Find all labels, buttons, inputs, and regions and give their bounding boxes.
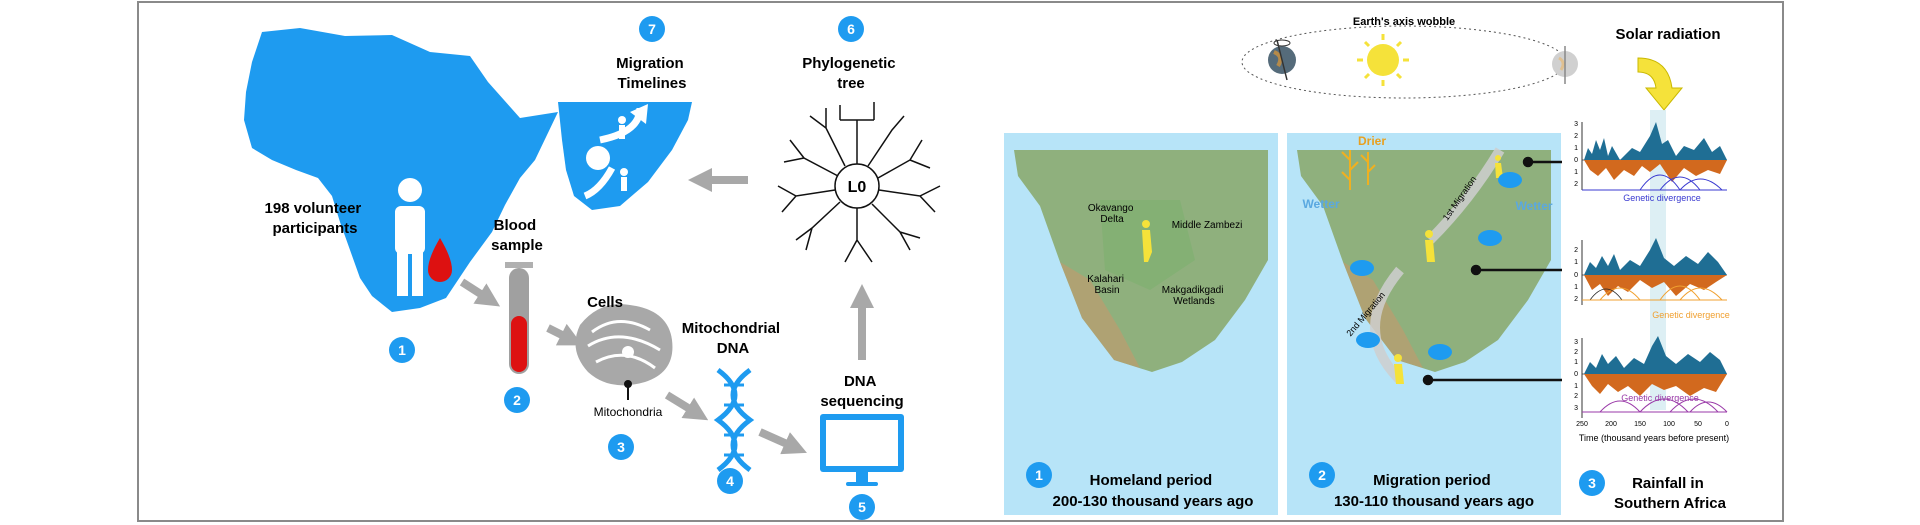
rainfall-panel-3: Genetic divergence 3 2 1 0 1 2 3 [1574,336,1728,418]
dna-sequencing-label: DNA sequencing [820,373,903,410]
homeland-figure-icon [1142,220,1152,262]
cell-icon [575,304,673,386]
svg-text:1: 1 [1574,383,1578,390]
earth-left-icon [1268,39,1296,81]
svg-text:3: 3 [1574,405,1578,412]
mitochondrial-dna-label: Mitochondrial DNA [682,320,785,357]
svg-text:7: 7 [648,21,656,37]
svg-text:0: 0 [1574,371,1578,378]
makgadikgadi-label: Makgadikgadi Wetlands [1162,285,1227,307]
participants-label: 198 volunteer participants [265,200,366,237]
rain-cloud-icons [1350,172,1522,360]
divergence-label-2: Genetic divergence [1652,310,1730,320]
rainfall-number: 3 [1588,475,1596,491]
svg-text:100: 100 [1663,421,1675,428]
wetter-right-label: Wetter [1515,199,1552,213]
drier-plant-icon [1341,150,1376,190]
svg-text:3: 3 [617,439,625,455]
svg-text:2: 2 [1574,133,1578,140]
svg-text:3: 3 [1574,339,1578,346]
blood-sample-label: Blood sample [491,217,543,254]
migration-map-panel: Drier Wetter Wetter 1st Migration 2nd Mi… [1287,133,1561,515]
svg-text:2: 2 [1574,181,1578,188]
earth-right-icon [1552,46,1578,84]
step-markers: 1 2 3 4 5 6 7 [389,16,875,520]
rainfall-x-label: Time (thousand years before present) [1579,433,1729,443]
svg-text:250: 250 [1576,421,1588,428]
phylogenetic-tree-icon [777,102,941,263]
svg-text:200: 200 [1605,421,1617,428]
connector-lines [1422,156,1562,386]
migration-timelines-label: Migration Timelines [616,55,688,92]
svg-text:4: 4 [726,473,734,489]
svg-text:2: 2 [513,392,521,408]
svg-text:0: 0 [1574,272,1578,279]
divergence-label-3: Genetic divergence [1621,393,1699,403]
svg-text:2: 2 [1574,393,1578,400]
svg-text:150: 150 [1634,421,1646,428]
kalahari-label: Kalahari Basin [1087,274,1126,296]
svg-text:5: 5 [858,499,866,515]
phylogenetic-tree-label: Phylogenetic tree [802,55,900,92]
cells-label: Cells [587,294,623,311]
blood-drop-icon [428,238,452,282]
tree-root-label: L0 [848,179,867,196]
svg-text:3: 3 [1574,121,1578,128]
svg-text:1: 1 [398,342,406,358]
svg-text:1: 1 [1574,145,1578,152]
migration-caption: Migration period 130-110 thousand years … [1334,472,1534,510]
test-tube-icon [505,262,533,374]
africa-map-icon [244,28,558,312]
svg-text:0: 0 [1725,421,1729,428]
solar-arrow-icon [1637,57,1684,111]
figure-frame [137,1,1784,522]
wetter-left-label: Wetter [1302,197,1339,211]
rainfall-caption: Rainfall in Southern Africa [1614,475,1727,512]
orbit-diagram: Earth's axis wobble Solar radiation [1241,16,1721,111]
drier-label: Drier [1358,134,1386,148]
homeland-map-panel: Okavango Delta Middle Zambezi Kalahari B… [1004,133,1278,515]
middle-zambezi-label: Middle Zambezi [1172,220,1243,231]
svg-text:1: 1 [1574,169,1578,176]
svg-text:2: 2 [1574,247,1578,254]
homeland-caption: Homeland period 200-130 thousand years a… [1053,472,1254,510]
divergence-label-1: Genetic divergence [1623,193,1701,203]
migrant-figure-icon [1394,155,1503,384]
solar-radiation-label: Solar radiation [1615,26,1720,43]
dna-icon [713,367,755,473]
rainfall-panel-2: Genetic divergence 2 1 0 1 2 [1574,238,1730,320]
sun-icon [1357,34,1409,86]
svg-text:0: 0 [1574,157,1578,164]
workflow-arrows [459,168,874,455]
map1-number: 1 [1035,467,1043,483]
svg-text:1: 1 [1574,359,1578,366]
svg-text:2: 2 [1574,296,1578,303]
rainfall-panel-1: Genetic divergence 3 2 1 0 1 2 [1574,121,1727,203]
svg-text:1: 1 [1574,259,1578,266]
map2-number: 2 [1318,467,1326,483]
okavango-label: Okavango Delta [1088,203,1136,225]
rainfall-panels: Genetic divergence 3 2 1 0 1 2 Genetic d… [1574,110,1730,512]
svg-text:1: 1 [1574,284,1578,291]
mitochondria-label: Mitochondria [594,405,663,419]
rainfall-x-axis: 250 200 150 100 50 0 Time (thousand year… [1576,421,1729,443]
monitor-icon [820,414,904,486]
person-icon [395,178,425,296]
orbit-title: Earth's axis wobble [1353,16,1455,28]
svg-text:50: 50 [1694,421,1702,428]
svg-text:6: 6 [847,21,855,37]
migration-timelines-map-icon [558,102,692,210]
svg-text:2: 2 [1574,349,1578,356]
